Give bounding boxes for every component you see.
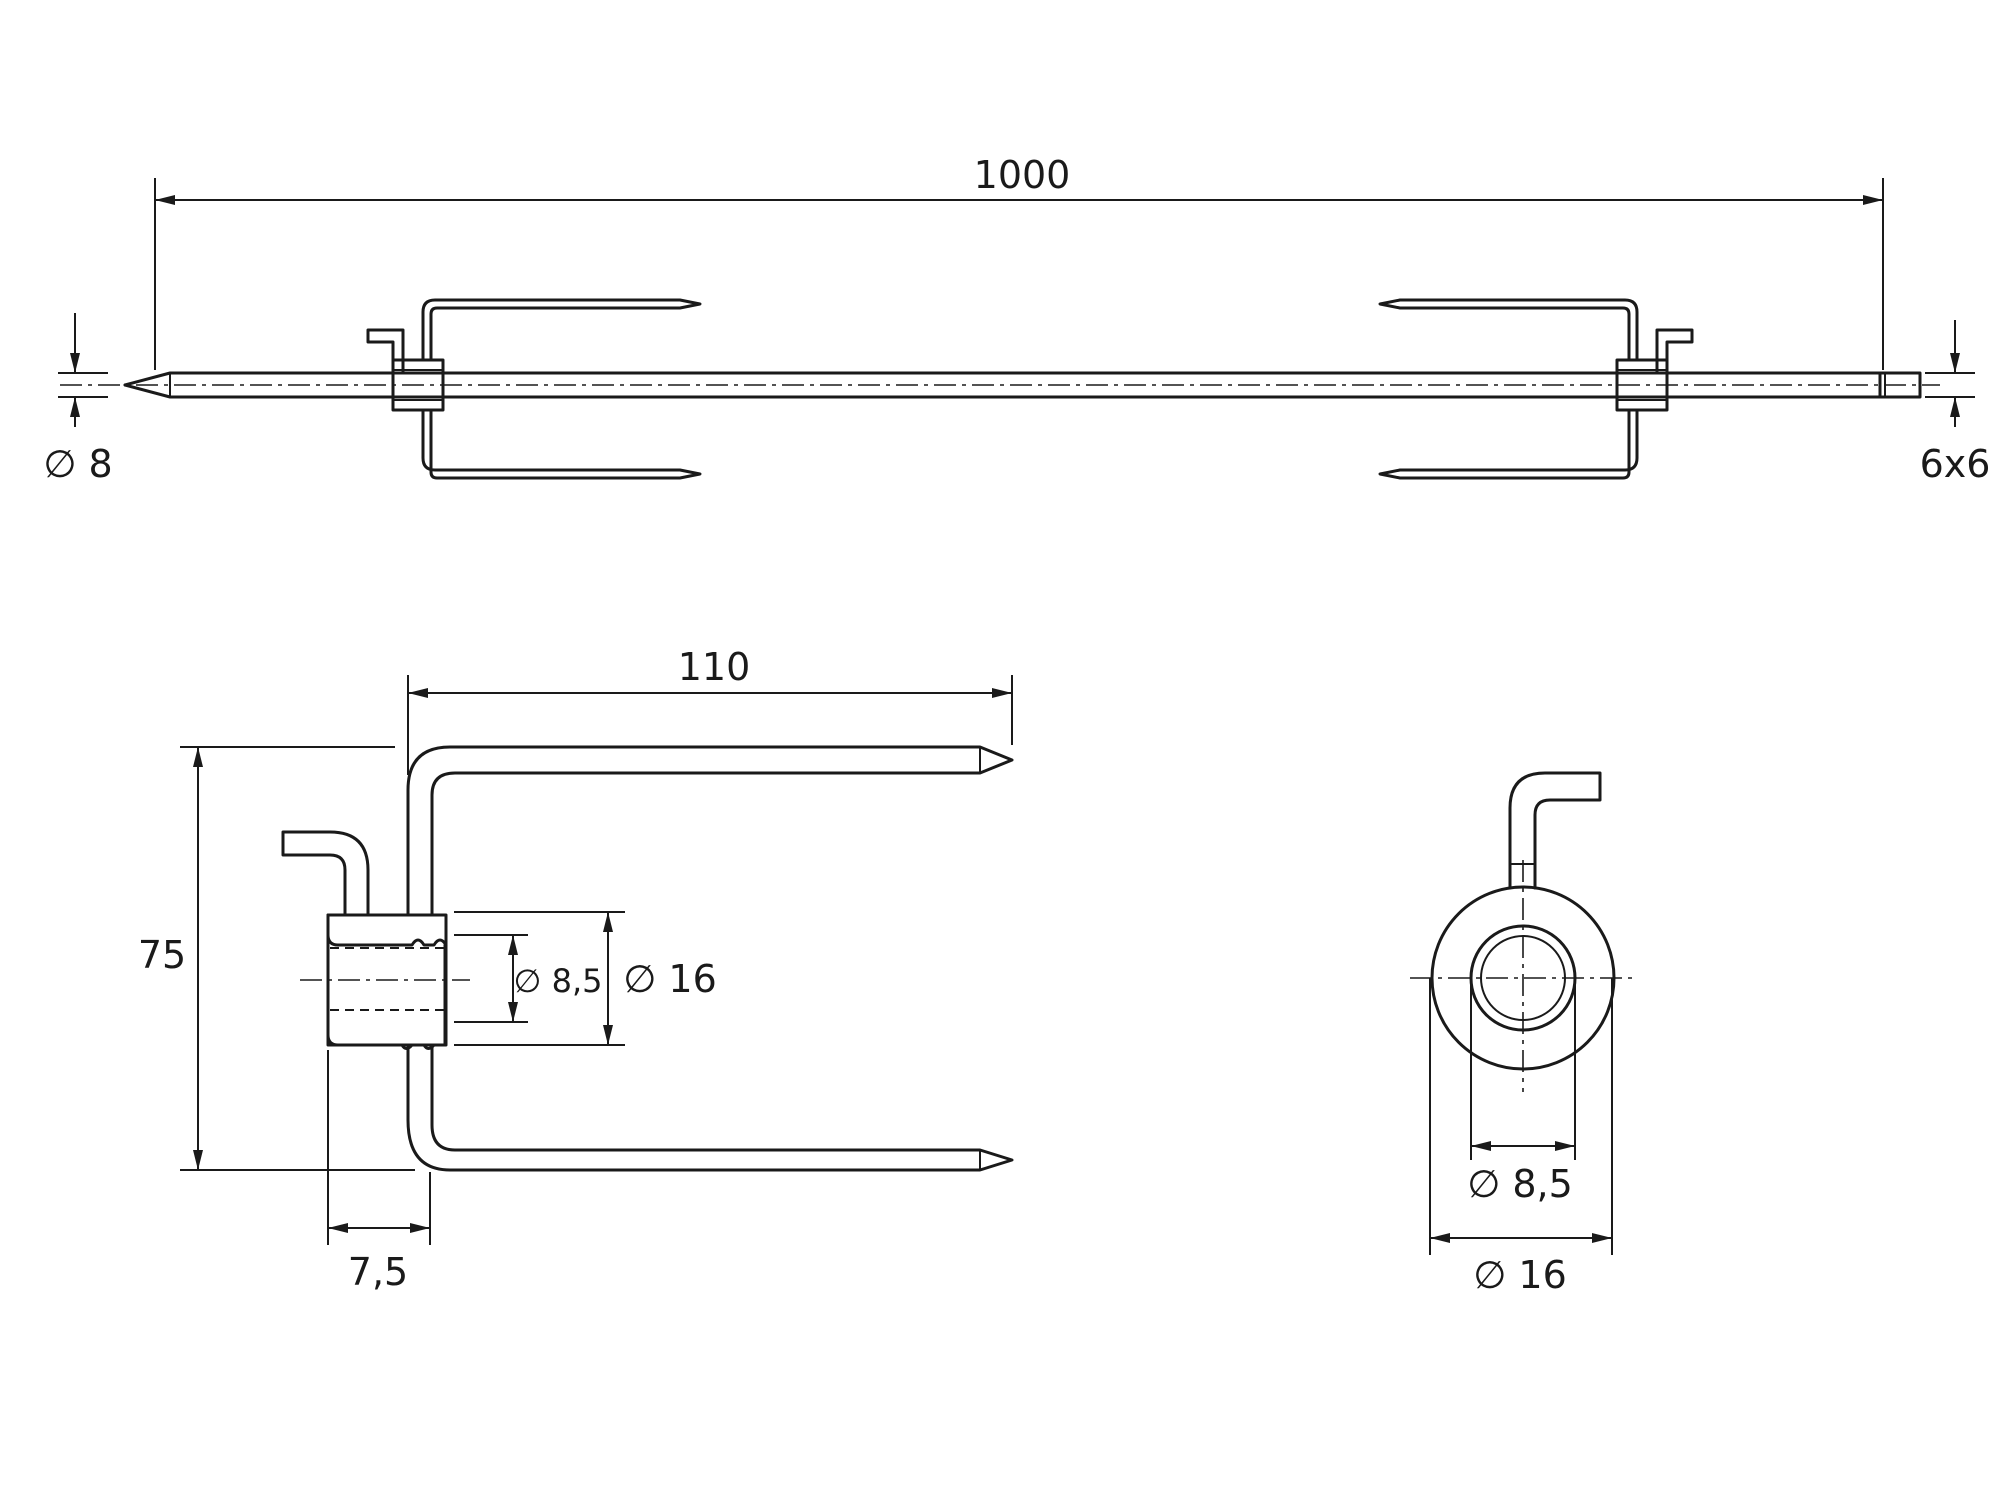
- spit-shaft: [60, 371, 1940, 399]
- label-fork-height: 75: [138, 933, 186, 977]
- lower-prong: [406, 1043, 1014, 1172]
- right-fork: [1378, 298, 1694, 480]
- dim-hub-outer-side: ∅ 16: [454, 911, 717, 1046]
- dim-square-end: 6x6: [1920, 320, 1991, 486]
- end-view-locking-screw: [1508, 771, 1602, 890]
- fork-hub: [300, 913, 470, 1050]
- dim-hub-outer-end: ∅ 16: [1429, 978, 1613, 1297]
- label-total-length: 1000: [974, 153, 1071, 197]
- dim-fork-length: 110: [407, 645, 1013, 775]
- upper-prong: [406, 745, 1014, 917]
- spit-overview: 1000 ∅ 8 6x6: [43, 153, 1990, 486]
- label-shaft-diameter: ∅ 8: [43, 442, 112, 486]
- dim-total-length: 1000: [154, 153, 1884, 370]
- locking-screw: [281, 830, 370, 917]
- dim-hub-bore-end: ∅ 8,5: [1467, 978, 1576, 1206]
- label-hub-outer-side: ∅ 16: [623, 957, 717, 1001]
- dim-fork-height: 75: [138, 746, 415, 1171]
- fork-side-view: 110 75 7,5 ∅ 8,5 ∅ 16: [138, 645, 1014, 1294]
- dim-hub-width: 7,5: [327, 1050, 431, 1294]
- label-square-end: 6x6: [1920, 442, 1991, 486]
- label-hub-bore-side: ∅ 8,5: [514, 962, 603, 1000]
- left-fork: [366, 298, 702, 480]
- dim-shaft-diameter: ∅ 8: [43, 313, 113, 486]
- label-hub-bore-end: ∅ 8,5: [1467, 1162, 1573, 1206]
- label-fork-length: 110: [678, 645, 751, 689]
- label-hub-width: 7,5: [348, 1250, 408, 1294]
- hub-end-view: ∅ 8,5 ∅ 16: [1410, 771, 1635, 1297]
- dim-hub-bore-side: ∅ 8,5: [454, 934, 603, 1023]
- label-hub-outer-end: ∅ 16: [1473, 1253, 1567, 1297]
